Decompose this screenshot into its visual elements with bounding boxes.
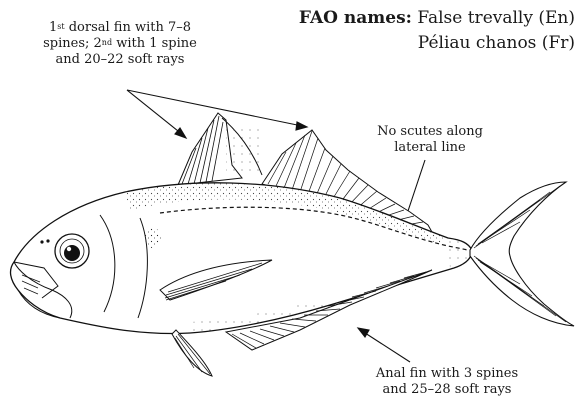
lateral-note-line1: No scutes along xyxy=(370,124,490,140)
fao-names-block: FAO names: False trevally (En) Péliau ch… xyxy=(299,6,575,56)
lateral-line-annotation: No scutes along lateral line xyxy=(370,124,490,156)
anal-note-line1: Anal fin with 3 spines xyxy=(352,366,542,382)
anal-pointer-line xyxy=(358,328,410,362)
fao-names-label: FAO names: xyxy=(299,8,412,28)
first-dorsal-fin xyxy=(178,113,262,185)
dorsal-fin-annotation: 1st dorsal fin with 7–8 spines; 2nd with… xyxy=(14,20,226,68)
anal-fin-annotation: Anal fin with 3 spines and 25–28 soft ra… xyxy=(352,366,542,398)
lateral-note-line2: lateral line xyxy=(370,140,490,156)
caudal-fin xyxy=(448,182,574,326)
common-name-fr: Péliau chanos (Fr) xyxy=(299,31,575,56)
dorsal-note-line1: 1st dorsal fin with 7–8 xyxy=(14,20,226,36)
pelvic-fin xyxy=(172,330,212,376)
dorsal-note-line3: and 20–22 soft rays xyxy=(14,52,226,68)
dorsal-note-line2: spines; 2nd with 1 spine xyxy=(14,36,226,52)
fao-names-line-en: FAO names: False trevally (En) xyxy=(299,6,575,31)
anal-note-line2: and 25–28 soft rays xyxy=(352,382,542,398)
common-name-en: False trevally (En) xyxy=(417,8,575,28)
fish-eye xyxy=(55,234,89,268)
